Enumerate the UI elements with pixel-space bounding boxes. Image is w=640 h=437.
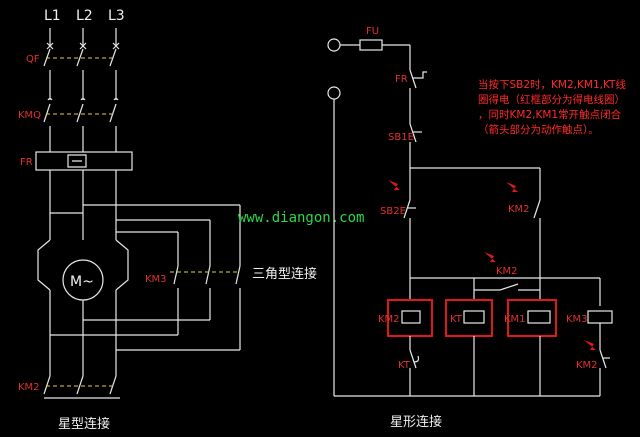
fr-label: FR [20,157,33,168]
watermark: www.diangon.com [238,210,364,226]
km2-star-label: KM2 [18,382,40,393]
terminal-bottom [327,86,341,100]
explanation-note: 当按下SB2时，KM2,KM1,KT线 圈得电（红框部分为得电线圈） ，同时KM… [478,78,626,136]
phase-label-l1: L1 [44,8,61,24]
km2-bottom-arrow-icon [584,340,596,350]
note-line-1: 当按下SB2时，KM2,KM1,KT线 [478,78,626,91]
delta-caption: 三角型连接 [252,266,317,282]
control-star-caption: 星形连接 [390,414,442,430]
sb1-label: SB1E [388,132,414,143]
sb2-arrow-icon [388,180,400,190]
note-line-2: 圈得电（红框部分为得电线圈） [478,93,625,106]
note-line-4: （箭头部分为动作触点）。 [478,123,599,136]
kt-coil-highlight [445,299,493,337]
phase-label-l2: L2 [76,8,93,24]
note-line-3: ，同时KM2,KM1常开触点闭合 [478,108,622,121]
terminal-top [327,38,341,52]
km1-coil-highlight [507,299,557,337]
sb2-label: SB2E [380,206,406,217]
kmq-label: KMQ [18,110,41,121]
kt-contact-label: KT [398,360,411,371]
phase-label-l3: L3 [108,8,125,24]
qf-label: QF [26,54,40,65]
km2-bottom-label: KM2 [576,360,598,371]
km2-interlock-arrow-icon [484,252,496,262]
km3-coil-label: KM3 [566,314,588,325]
km2-holding-arrow-icon [506,182,518,192]
fr-contact-label: FR [395,74,408,85]
star-caption: 星型连接 [58,416,110,432]
kt-coil-label: KT [450,314,463,325]
km3-label: KM3 [145,274,167,285]
fu-label: FU [366,26,379,37]
km1-coil-label: KM1 [504,314,526,325]
km2-interlock-label: KM2 [496,266,518,277]
power-circuit: L1 L2 L3 QF KMQ FR [18,8,317,432]
motor-label: M~ [70,274,94,290]
control-circuit: FU FR SB1E SB2E KM2 KM2 [327,26,613,430]
km2-coil-label: KM2 [378,314,400,325]
km2-holding-label: KM2 [508,204,530,215]
